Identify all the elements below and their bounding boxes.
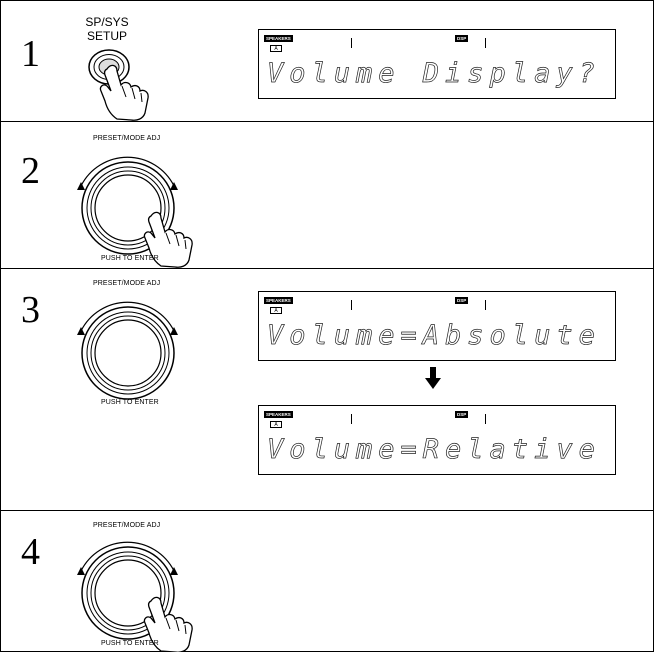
display-tick bbox=[485, 414, 486, 424]
speakers-a-indicator: A bbox=[270, 307, 282, 314]
step-number: 3 bbox=[21, 289, 40, 331]
step-3-panel: 3 PRESET/MODE ADJ PUSH TO ENTER SPEAKERS… bbox=[0, 268, 654, 511]
pointing-hand-icon bbox=[143, 596, 193, 652]
step-1-panel: 1 SP/SYS SETUP SPEAKERS A DSP Volume Dis… bbox=[0, 0, 654, 122]
speakers-a-indicator: A bbox=[270, 45, 282, 52]
dial-top-label: PRESET/MODE ADJ bbox=[93, 280, 161, 287]
display-panel-after: SPEAKERS A DSP Volume=Relative bbox=[258, 405, 616, 475]
speakers-indicator: SPEAKERS bbox=[264, 35, 293, 42]
display-tick bbox=[351, 38, 352, 48]
display-tick bbox=[351, 300, 352, 310]
button-label-line-2: SETUP bbox=[86, 29, 127, 43]
step-number: 2 bbox=[21, 150, 40, 192]
dial-bottom-label: PUSH TO ENTER bbox=[101, 255, 159, 262]
speakers-indicator: SPEAKERS bbox=[264, 411, 293, 418]
display-panel: SPEAKERS A DSP Volume Display? bbox=[258, 29, 616, 99]
display-tick bbox=[485, 38, 486, 48]
dial-bottom-label: PUSH TO ENTER bbox=[101, 640, 159, 647]
step-2-panel: 2 PRESET/MODE ADJ PUSH TO ENTER bbox=[0, 121, 654, 269]
step-number: 4 bbox=[21, 531, 40, 573]
pointing-hand-icon bbox=[99, 64, 149, 121]
step-number: 1 bbox=[21, 33, 40, 75]
display-tick bbox=[485, 300, 486, 310]
dial-knob-icon[interactable] bbox=[69, 146, 187, 258]
dsp-indicator: DSP bbox=[455, 35, 469, 42]
dial-top-label: PRESET/MODE ADJ bbox=[93, 522, 161, 529]
step-4-panel: 4 PRESET/MODE ADJ PUSH TO ENTER bbox=[0, 510, 654, 652]
dial-top-label: PRESET/MODE ADJ bbox=[93, 135, 161, 142]
display-text: Volume Display? bbox=[267, 58, 601, 89]
display-tick bbox=[351, 414, 352, 424]
speakers-a-indicator: A bbox=[270, 421, 282, 428]
dial-bottom-label: PUSH TO ENTER bbox=[101, 399, 159, 406]
dial-knob-icon[interactable] bbox=[69, 291, 187, 403]
pointing-hand-icon bbox=[143, 211, 193, 268]
dsp-indicator: DSP bbox=[455, 297, 469, 304]
dsp-indicator: DSP bbox=[455, 411, 469, 418]
dial-knob-icon[interactable] bbox=[69, 531, 187, 643]
display-text: Volume=Relative bbox=[267, 434, 601, 465]
arrow-down-icon bbox=[425, 367, 441, 389]
button-label-line-1: SP/SYS bbox=[85, 15, 129, 29]
speakers-indicator: SPEAKERS bbox=[264, 297, 293, 304]
display-text: Volume=Absolute bbox=[267, 320, 601, 351]
display-panel-before: SPEAKERS A DSP Volume=Absolute bbox=[258, 291, 616, 361]
button-label: SP/SYS SETUP bbox=[76, 15, 138, 43]
